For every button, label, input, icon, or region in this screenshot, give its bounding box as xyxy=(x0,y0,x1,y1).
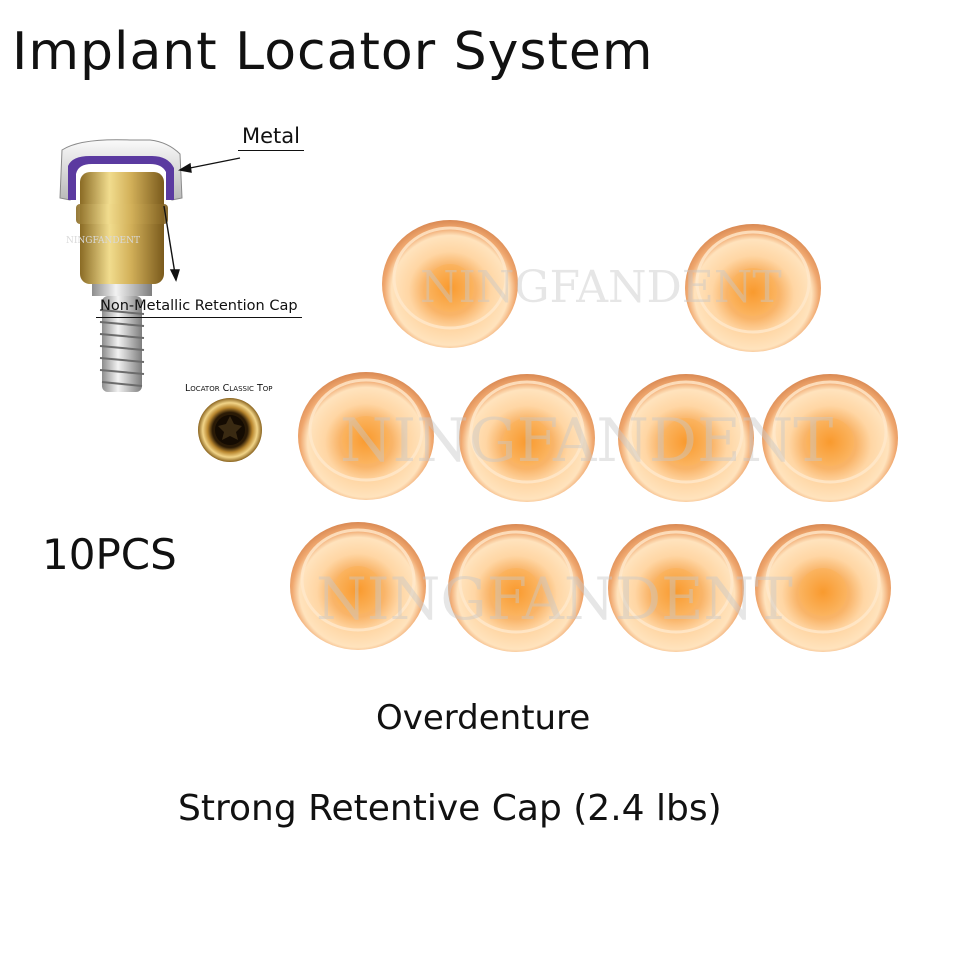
implant-screw xyxy=(102,296,142,392)
retention-cap-band xyxy=(68,156,174,200)
usage-label: Overdenture xyxy=(376,698,591,738)
implant-diagram xyxy=(59,139,241,392)
retention-cap-5 xyxy=(618,374,754,502)
classic-top-label: Locator Classic Top xyxy=(185,383,273,394)
page-title: Implant Locator System xyxy=(12,22,654,82)
retention-cap-10 xyxy=(755,524,891,652)
retention-cap-9 xyxy=(608,524,744,652)
retention-cap-7 xyxy=(290,522,426,650)
metal-label: Metal xyxy=(238,124,304,151)
locator-classic-top xyxy=(198,398,262,462)
watermark-small: NINGFANDENT xyxy=(66,236,140,246)
retention-cap-3 xyxy=(298,372,434,500)
description-label: Strong Retentive Cap (2.4 lbs) xyxy=(178,788,722,829)
quantity-label: 10PCS xyxy=(42,530,177,579)
retention-cap-6 xyxy=(762,374,898,502)
retention-cap-4 xyxy=(459,374,595,502)
retention-cap-8 xyxy=(448,524,584,652)
retention-cap-2 xyxy=(685,224,821,352)
brass-abutment xyxy=(80,172,164,284)
retention-cap-label: Non-Metallic Retention Cap xyxy=(96,298,302,318)
retention-cap-1 xyxy=(382,220,518,348)
